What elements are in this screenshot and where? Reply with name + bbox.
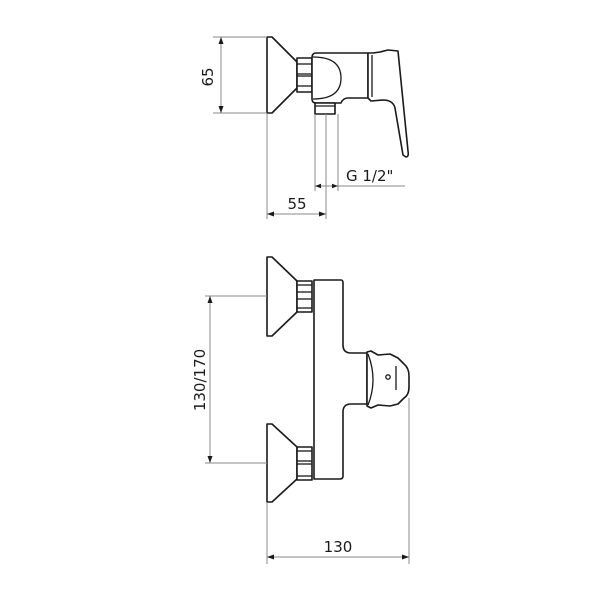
front-lower-flange xyxy=(266,423,298,503)
dim-label-130-170: 130/170 xyxy=(191,349,209,411)
dim-label-65: 65 xyxy=(199,67,217,86)
side-body-dome xyxy=(312,56,342,100)
dim-label-55: 55 xyxy=(287,195,306,213)
front-mixer-body xyxy=(313,279,368,480)
dim-total-width: 130 xyxy=(266,398,410,564)
front-view: 130/170 130 xyxy=(191,256,410,564)
front-lower-hex-nut xyxy=(296,446,313,481)
dim-flange-diameter: 65 xyxy=(199,36,267,114)
side-wall-flange xyxy=(266,36,298,114)
dim-outlet-thread: G 1/2" xyxy=(314,114,405,191)
dim-inlet-spacing: 130/170 xyxy=(191,295,267,464)
side-outlet-stub xyxy=(314,102,336,115)
front-upper-hex-nut xyxy=(296,280,313,313)
dim-label-g12: G 1/2" xyxy=(346,167,393,185)
side-lever-handle xyxy=(367,49,410,158)
indicator-dot xyxy=(385,374,391,380)
front-upper-flange xyxy=(266,256,298,337)
side-hex-nut xyxy=(296,57,313,93)
side-view: 65 55 G 1/2" xyxy=(199,36,410,219)
side-mixer-body xyxy=(311,52,369,104)
dim-wall-projection: 55 xyxy=(266,113,327,219)
dim-label-130: 130 xyxy=(324,538,353,556)
